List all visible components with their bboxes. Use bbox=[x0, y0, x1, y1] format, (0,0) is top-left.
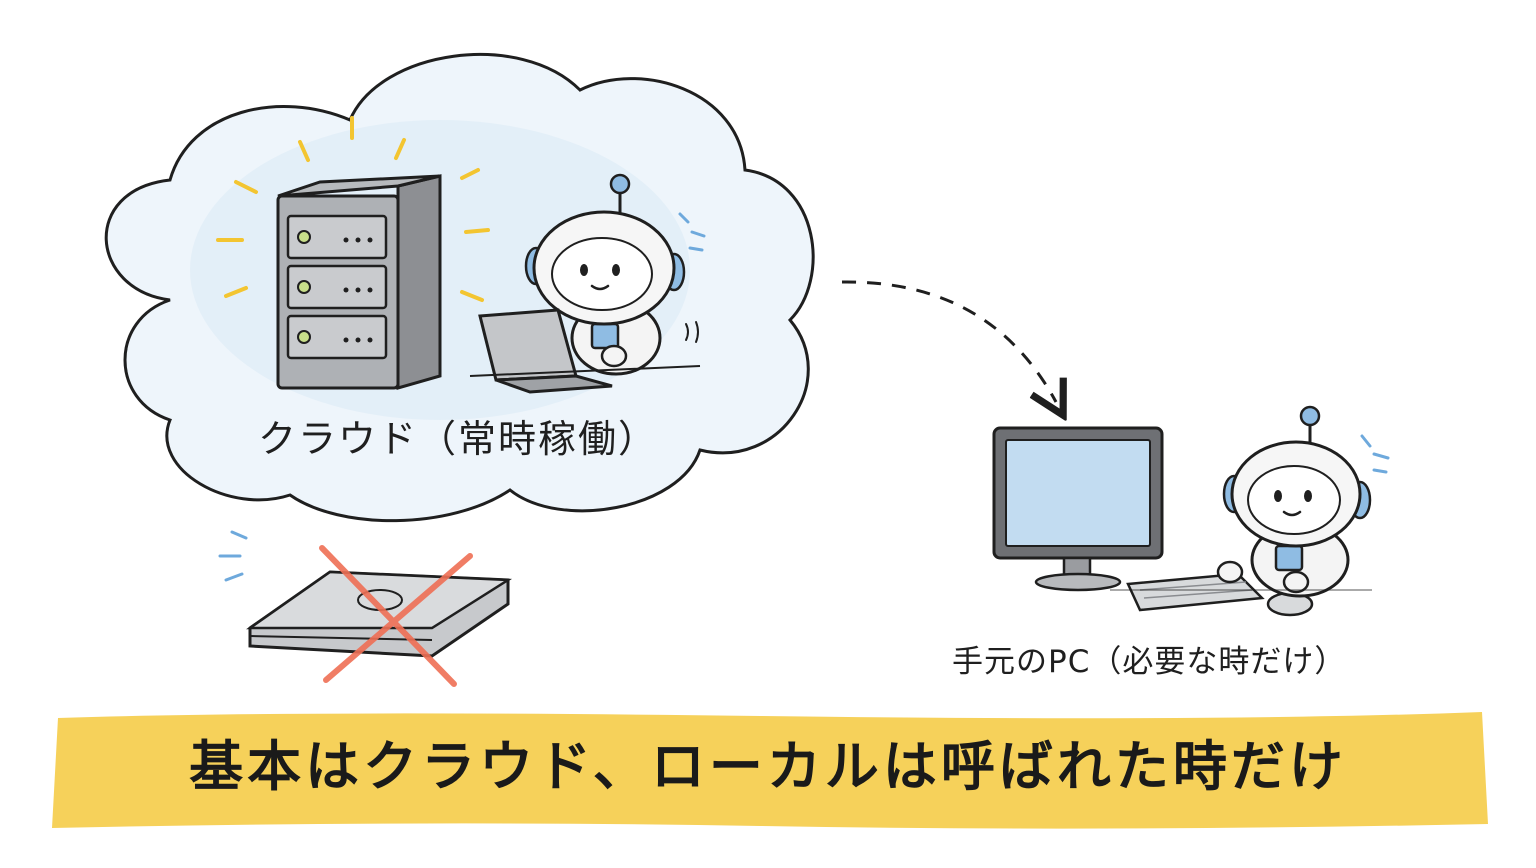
banner-stripe bbox=[52, 712, 1488, 829]
cloud-label: クラウド（常時稼働） bbox=[258, 417, 659, 461]
motion-lines-icon bbox=[218, 530, 248, 582]
monitor-icon bbox=[992, 426, 1164, 592]
banner-text: 基本はクラウド、ローカルは呼ばれた時だけ bbox=[189, 735, 1347, 798]
robot-icon bbox=[1216, 405, 1372, 598]
closed-laptop-icon bbox=[246, 570, 513, 658]
keyboard-icon bbox=[1126, 572, 1265, 612]
robot-icon bbox=[524, 173, 686, 376]
sparkle-icon bbox=[216, 116, 490, 302]
server-icon bbox=[276, 174, 442, 390]
motion-lines-icon bbox=[1360, 434, 1390, 474]
dashed-arrow-icon bbox=[841, 280, 1056, 402]
motion-lines-icon bbox=[678, 212, 706, 252]
local-pc-label: 手元のPC（必要な時だけ） bbox=[952, 644, 1347, 680]
x-mark-icon bbox=[319, 545, 473, 687]
laptop-icon bbox=[469, 308, 701, 394]
